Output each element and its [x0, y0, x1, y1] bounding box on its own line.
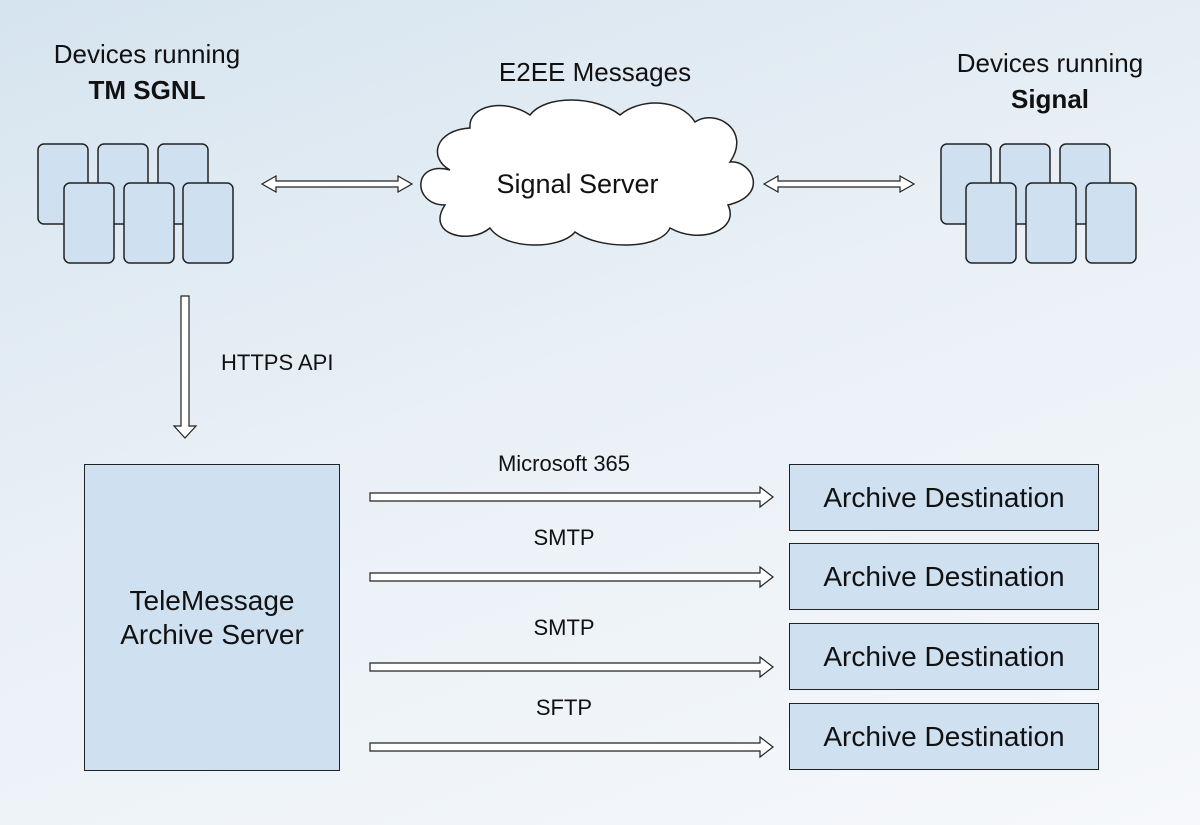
https-api-label: HTTPS API: [221, 350, 334, 375]
left-device-group: [37, 143, 234, 264]
double-arrow-left-cloud: [260, 174, 414, 194]
arrow-down-https: [172, 295, 198, 439]
left-devices-line1: Devices running: [53, 39, 241, 69]
double-arrow-cloud-right: [762, 174, 916, 194]
archive-server-line1: TeleMessage: [129, 584, 295, 616]
archive-server-box: TeleMessage Archive Server: [84, 464, 340, 771]
archive-destination-2: Archive Destination: [789, 543, 1099, 610]
archive-server-line2: Archive Server: [120, 618, 304, 650]
archive-destination-3: Archive Destination: [789, 623, 1099, 690]
left-devices-label: Devices running TM SGNL: [22, 36, 272, 108]
cloud-shape: [420, 99, 755, 246]
right-devices-app-name: Signal: [1010, 84, 1089, 114]
arrow-right-3: [369, 655, 774, 679]
archive-destination-4: Archive Destination: [789, 703, 1099, 770]
protocol-label-4: SFTP: [535, 695, 593, 720]
arrow-right-1: [369, 485, 774, 509]
right-devices-label: Devices running Signal: [925, 45, 1175, 117]
protocol-label-3: SMTP: [533, 615, 595, 640]
right-devices-line1: Devices running: [956, 48, 1144, 78]
right-device-group: [940, 143, 1137, 264]
arrow-right-2: [369, 565, 774, 589]
protocol-label-2: SMTP: [533, 525, 595, 550]
protocol-label-1: Microsoft 365: [497, 451, 631, 476]
archive-destination-1: Archive Destination: [789, 464, 1099, 531]
e2ee-messages-label: E2EE Messages: [498, 57, 692, 87]
left-devices-app-name: TM SGNL: [88, 75, 206, 105]
arrow-right-4: [369, 735, 774, 759]
signal-server-label: Signal Server: [496, 169, 659, 199]
